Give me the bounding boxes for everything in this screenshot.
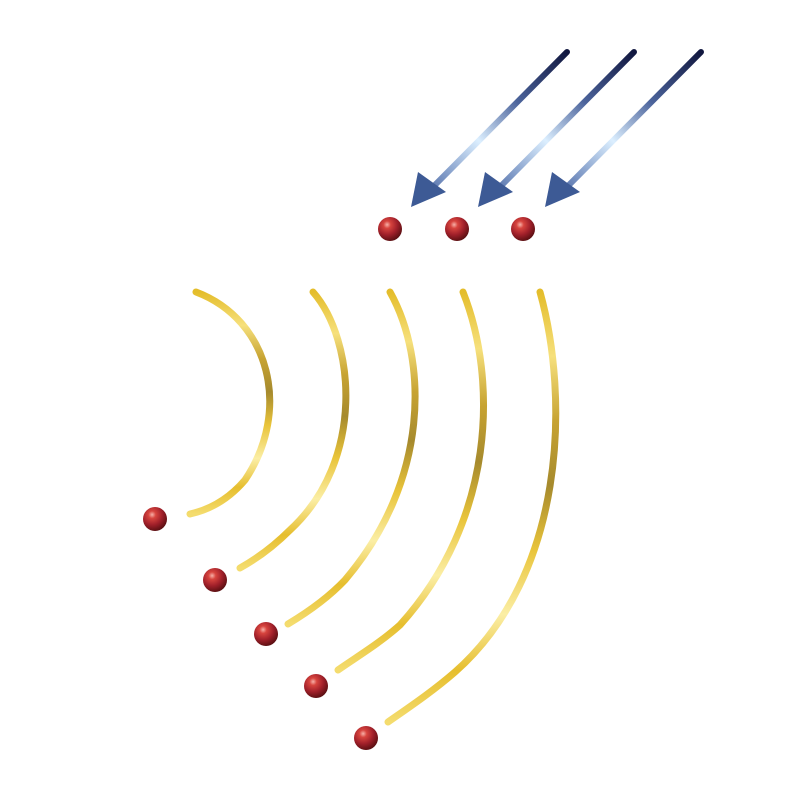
- barrier: [2, 282, 799, 462]
- emitted-particles: [143, 507, 378, 750]
- emitted-particle: [203, 568, 227, 592]
- emission-arc-1: [186, 288, 274, 518]
- emitted-particle: [304, 674, 328, 698]
- emitted-particle: [254, 622, 278, 646]
- emitted-particle: [354, 726, 378, 750]
- arrow-down-left-icon: [411, 49, 570, 207]
- arrow-down-left-icon: [478, 49, 637, 207]
- incoming-particles: [378, 217, 535, 241]
- emitted-particle: [143, 507, 167, 531]
- incoming-particle: [511, 217, 535, 241]
- incoming-particle: [445, 217, 469, 241]
- emission-arc-3: [284, 288, 419, 628]
- incoming-particle: [378, 217, 402, 241]
- emission-arc-4: [334, 288, 487, 674]
- emission-arc-2: [236, 288, 350, 572]
- arrow-down-left-icon: [545, 49, 704, 207]
- incoming-arrows: [411, 49, 704, 207]
- emission-arc-5: [384, 288, 560, 726]
- emission-arcs: [186, 288, 560, 726]
